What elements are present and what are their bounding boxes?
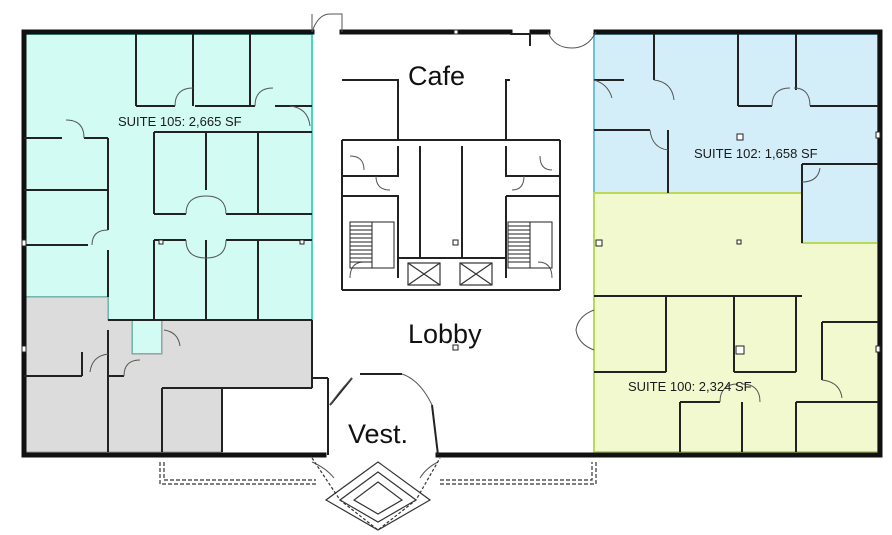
suite-100-label: SUITE 100: 2,324 SF [628,379,752,394]
elevator-right [459,262,493,286]
elevator-left [407,262,441,286]
building-core [341,79,561,291]
suite-105-walls [24,34,312,321]
stair-right [507,221,553,269]
entry-doors-top [311,13,597,49]
exterior-walls [21,29,883,458]
structural-columns [21,29,881,355]
vestibule [311,373,439,479]
suite-105-label: SUITE 105: 2,665 SF [118,114,242,129]
cafe-label: Cafe [408,61,465,91]
stair-left [349,221,395,269]
suite-102-label: SUITE 102: 1,658 SF [694,146,818,161]
entry-canopy [159,457,597,531]
suite-102-walls [593,34,878,243]
vestibule-label: Vest. [348,419,408,449]
unleased-walls [24,320,313,452]
lobby-label: Lobby [408,319,482,349]
suite-100-walls [575,295,878,452]
